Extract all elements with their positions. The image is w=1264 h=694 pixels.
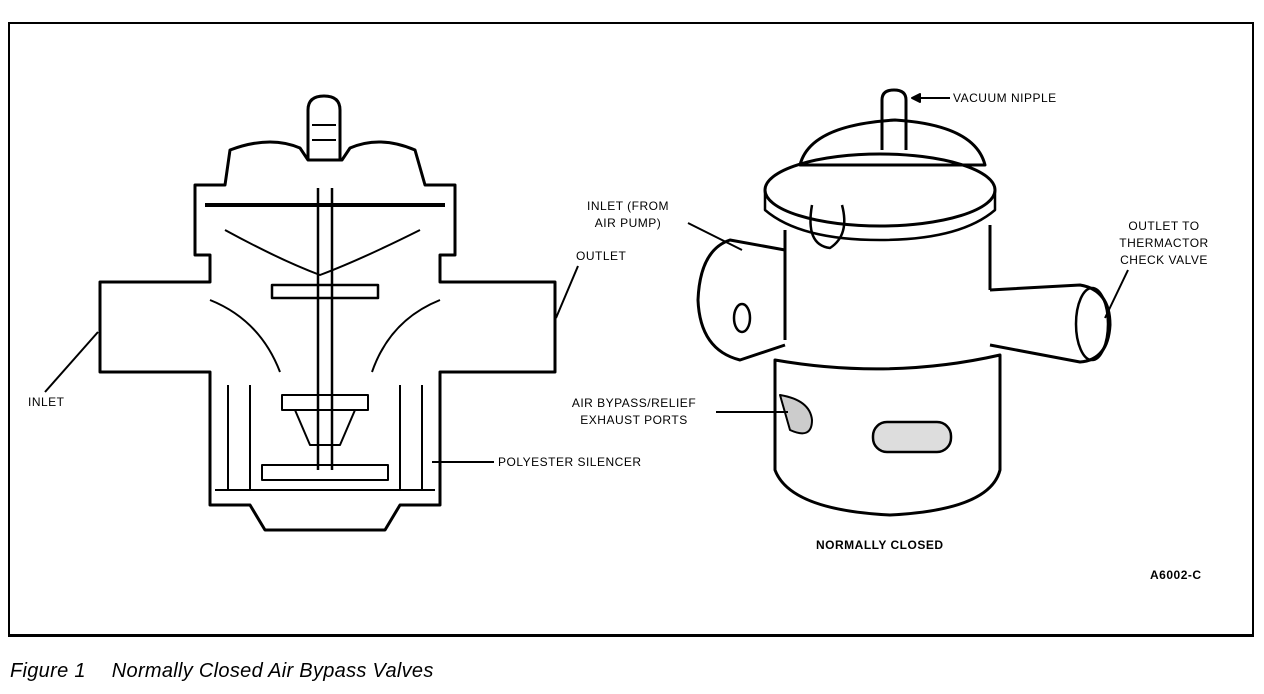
- normally-closed-label: NORMALLY CLOSED: [816, 538, 944, 552]
- inlet-label-line1: INLET (FROM: [587, 199, 669, 213]
- inlet-from-air-pump-label: INLET (FROM AIR PUMP): [572, 198, 684, 232]
- exhaust-label-line2: EXHAUST PORTS: [580, 413, 688, 427]
- figure-title: Normally Closed Air Bypass Valves: [111, 660, 434, 682]
- cross-section-outlet-label: OUTLET: [576, 249, 627, 263]
- figure-number: Figure 1: [10, 660, 86, 682]
- inlet-label-line2: AIR PUMP): [594, 216, 662, 230]
- exhaust-label-line1: AIR BYPASS/RELIEF: [571, 396, 697, 410]
- figure-code: A6002-C: [1150, 568, 1202, 582]
- cross-section-inlet-label: INLET: [28, 395, 65, 409]
- exhaust-ports-label: AIR BYPASS/RELIEF EXHAUST PORTS: [548, 395, 720, 429]
- cross-section-valve: [98, 94, 557, 532]
- outlet-label-line2: THERMACTOR: [1119, 236, 1209, 250]
- exterior-valve: [696, 88, 1112, 517]
- leader-lines: [44, 93, 1129, 463]
- figure-frame: [8, 22, 1254, 637]
- vacuum-nipple-label: VACUUM NIPPLE: [953, 91, 1057, 105]
- outlet-label-line1: OUTLET TO: [1128, 219, 1200, 233]
- polyester-silencer-label: POLYESTER SILENCER: [498, 455, 642, 469]
- outlet-to-check-valve-label: OUTLET TO THERMACTOR CHECK VALVE: [1098, 218, 1230, 269]
- figure-caption: Figure 1 Normally Closed Air Bypass Valve…: [10, 660, 460, 683]
- outlet-label-line3: CHECK VALVE: [1120, 253, 1208, 267]
